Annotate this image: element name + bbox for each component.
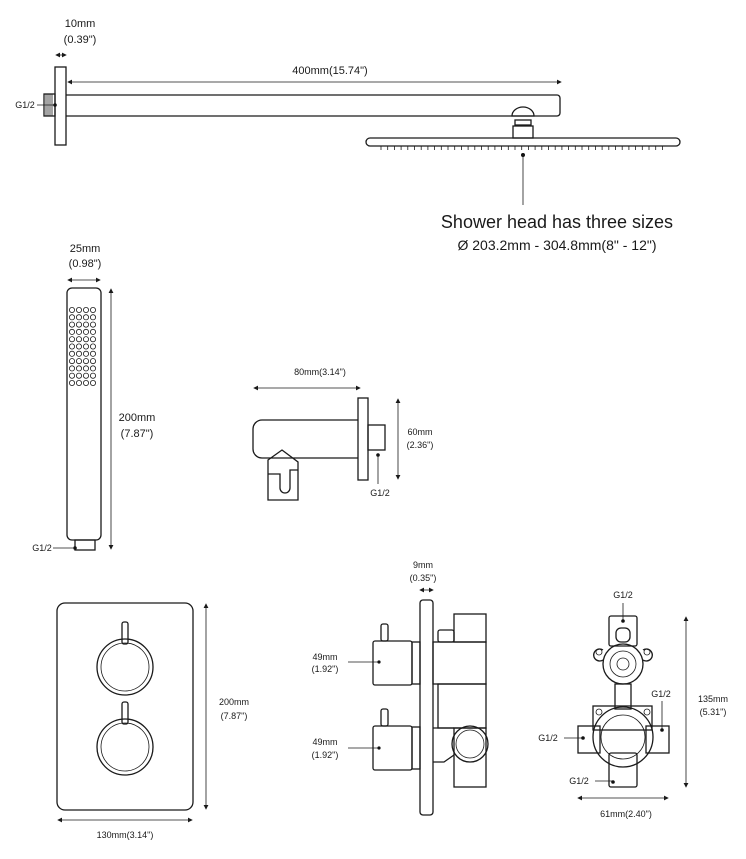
- spray-hole: [76, 365, 83, 372]
- knob2-depth-inch-label: (1.92"): [312, 750, 339, 760]
- shower-head-sizes: Ø 203.2mm - 304.8mm(8" - 12"): [457, 237, 656, 253]
- bracket-height-inch-label: (2.36"): [407, 440, 434, 450]
- hand-shower-connection-label: G1/2: [32, 543, 52, 553]
- bracket-height-label: 60mm: [407, 427, 432, 437]
- spray-hole: [83, 350, 90, 357]
- spray-hole: [90, 328, 97, 335]
- shower-head-note: Shower head has three sizes: [441, 212, 673, 232]
- hand-shower-width-inch-label: (0.98"): [69, 258, 102, 270]
- spray-hole: [90, 365, 97, 372]
- spray-hole: [83, 365, 90, 372]
- shower-head-drawing: Shower head has three sizes Ø 203.2mm - …: [365, 106, 681, 253]
- spray-hole: [83, 336, 90, 343]
- spray-hole: [83, 379, 90, 386]
- spray-hole: [69, 343, 76, 350]
- spray-hole: [69, 321, 76, 328]
- plate-height-label: 200mm: [219, 697, 249, 707]
- knob2-depth-label: 49mm: [312, 737, 337, 747]
- spray-hole: [76, 343, 83, 350]
- valve-height-inch-label: (5.31"): [700, 707, 727, 717]
- spray-hole: [76, 372, 83, 379]
- spray-hole: [76, 314, 83, 321]
- spray-hole: [69, 365, 76, 372]
- valve-body-drawing: G1/2 G1/2 G1/2 G1/2 135mm (5.31") 61mm(2…: [538, 590, 728, 819]
- spray-hole: [76, 306, 83, 313]
- spray-hole: [90, 336, 97, 343]
- spray-hole: [83, 358, 90, 365]
- hand-shower-drawing: 25mm (0.98") 200mm (7.87") G1/2: [32, 243, 155, 553]
- spray-hole: [90, 343, 97, 350]
- spray-hole: [90, 350, 97, 357]
- spray-hole: [83, 314, 90, 321]
- spray-hole: [76, 328, 83, 335]
- spray-hole: [83, 328, 90, 335]
- knob1-depth-label: 49mm: [312, 652, 337, 662]
- spray-hole: [69, 350, 76, 357]
- spray-hole: [76, 350, 83, 357]
- spray-hole: [83, 343, 90, 350]
- shower-arm-drawing: 10mm (0.39") 400mm(15.74") G1/2: [15, 18, 562, 146]
- hand-shower-length-label: 200mm: [119, 412, 156, 424]
- valve-bottom-connection-label: G1/2: [569, 776, 589, 786]
- arm-length-label: 400mm(15.74"): [292, 65, 367, 77]
- spray-hole: [69, 379, 76, 386]
- valve-left-connection-label: G1/2: [538, 733, 558, 743]
- spray-hole: [69, 358, 76, 365]
- hand-shower-width-label: 25mm: [70, 243, 101, 255]
- wall-bracket-drawing: 80mm(3.14") 60mm (2.36") G1/2: [252, 367, 434, 501]
- spray-hole: [69, 336, 76, 343]
- spray-hole: [90, 379, 97, 386]
- spray-hole: [83, 321, 90, 328]
- valve-width-label: 61mm(2.40"): [600, 809, 652, 819]
- flange-thickness-inch-label: (0.39"): [64, 34, 97, 46]
- spray-hole: [69, 306, 76, 313]
- spray-hole: [69, 328, 76, 335]
- spray-hole: [76, 379, 83, 386]
- thermostat-plate-drawing: 200mm (7.87") 130mm(3.14"): [56, 602, 249, 840]
- spray-hole: [90, 358, 97, 365]
- spray-hole: [90, 372, 97, 379]
- plate-thickness-inch-label: (0.35"): [410, 573, 437, 583]
- valve-right-connection-label: G1/2: [651, 689, 671, 699]
- spray-hole: [83, 372, 90, 379]
- spray-hole: [83, 306, 90, 313]
- spray-hole: [90, 321, 97, 328]
- spray-hole: [76, 321, 83, 328]
- spray-hole: [90, 306, 97, 313]
- hand-shower-length-inch-label: (7.87"): [121, 428, 154, 440]
- valve-top-connection-label: G1/2: [613, 590, 633, 600]
- plate-thickness-label: 9mm: [413, 560, 433, 570]
- spray-hole: [90, 314, 97, 321]
- bracket-length-label: 80mm(3.14"): [294, 367, 346, 377]
- spray-hole: [76, 336, 83, 343]
- spray-hole: [69, 314, 76, 321]
- flange-thickness-label: 10mm: [65, 18, 96, 30]
- bracket-connection-label: G1/2: [370, 488, 390, 498]
- arm-connection-label: G1/2: [15, 100, 35, 110]
- spray-hole: [69, 372, 76, 379]
- plate-height-inch-label: (7.87"): [221, 711, 248, 721]
- spray-hole: [76, 358, 83, 365]
- plate-width-label: 130mm(3.14"): [97, 830, 154, 840]
- knob1-depth-inch-label: (1.92"): [312, 664, 339, 674]
- valve-side-drawing: 9mm (0.35") 49mm (1.92") 49mm (1.92"): [312, 560, 489, 816]
- valve-height-label: 135mm: [698, 694, 728, 704]
